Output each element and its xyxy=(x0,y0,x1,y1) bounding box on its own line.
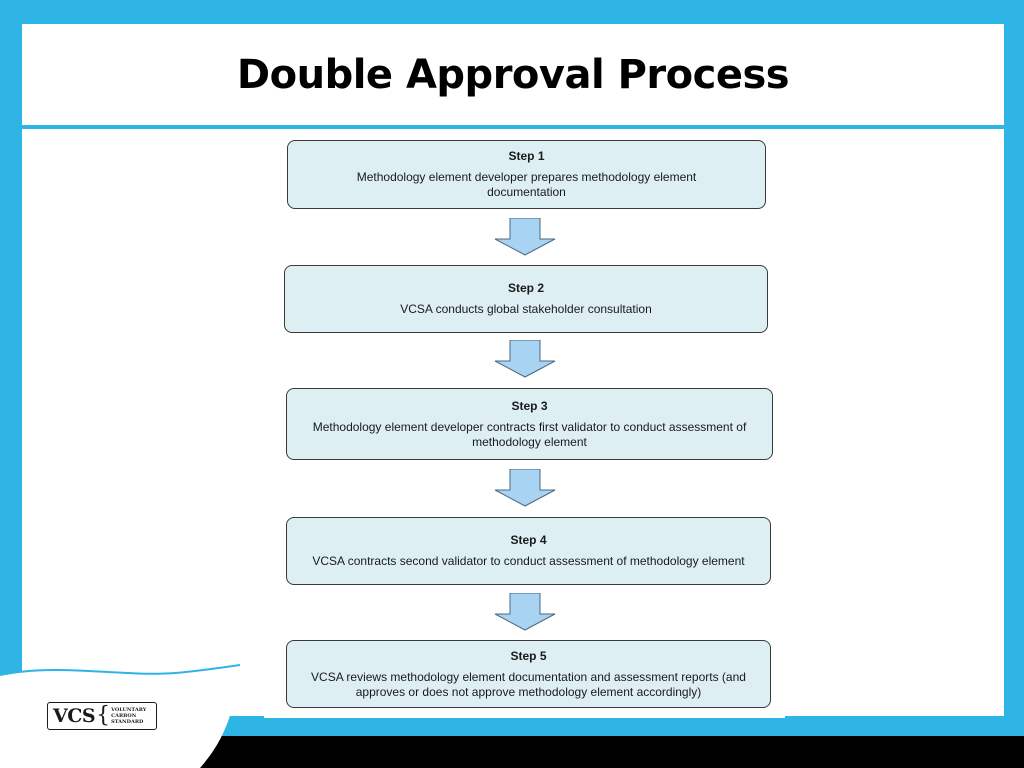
step-box-2: Step 2 VCSA conducts global stakeholder … xyxy=(284,265,768,333)
step-box-1: Step 1 Methodology element developer pre… xyxy=(287,140,766,209)
logo-word: CARBON xyxy=(111,713,137,719)
step-title: Step 3 xyxy=(511,398,548,413)
vcs-logo: VCS { VOLUNTARY CARBON STANDARD xyxy=(47,702,157,730)
step-description: Methodology element developer contracts … xyxy=(312,419,747,449)
step-title: Step 4 xyxy=(510,533,547,547)
title-bar: Double Approval Process xyxy=(22,24,1004,126)
down-arrow-icon xyxy=(494,218,556,256)
down-arrow-icon xyxy=(494,469,556,507)
step-description: VCSA contracts second validator to condu… xyxy=(312,554,745,568)
logo-words: VOLUNTARY CARBON STANDARD xyxy=(111,707,146,725)
flowchart: Step 1 Methodology element developer pre… xyxy=(264,135,785,718)
step-description: Methodology element developer prepares m… xyxy=(356,170,697,199)
slide-title: Double Approval Process xyxy=(236,52,790,98)
logo-brace-icon: { xyxy=(96,703,111,728)
step-description: VCSA conducts global stakeholder consult… xyxy=(400,302,652,316)
step-box-5: Step 5 VCSA reviews methodology element … xyxy=(286,640,771,708)
step-box-3: Step 3 Methodology element developer con… xyxy=(286,388,773,460)
step-box-4: Step 4 VCSA contracts second validator t… xyxy=(286,517,771,585)
step-title: Step 5 xyxy=(510,648,547,663)
logo-word: VOLUNTARY xyxy=(111,707,147,713)
down-arrow-icon xyxy=(494,340,556,378)
step-title: Step 1 xyxy=(508,149,545,163)
logo-mark: VCS xyxy=(53,705,96,727)
logo-word: STANDARD xyxy=(111,719,144,725)
down-arrow-icon xyxy=(494,593,556,631)
step-title: Step 2 xyxy=(507,281,544,295)
step-description: VCSA reviews methodology element documen… xyxy=(311,669,746,699)
title-divider xyxy=(22,125,1004,129)
